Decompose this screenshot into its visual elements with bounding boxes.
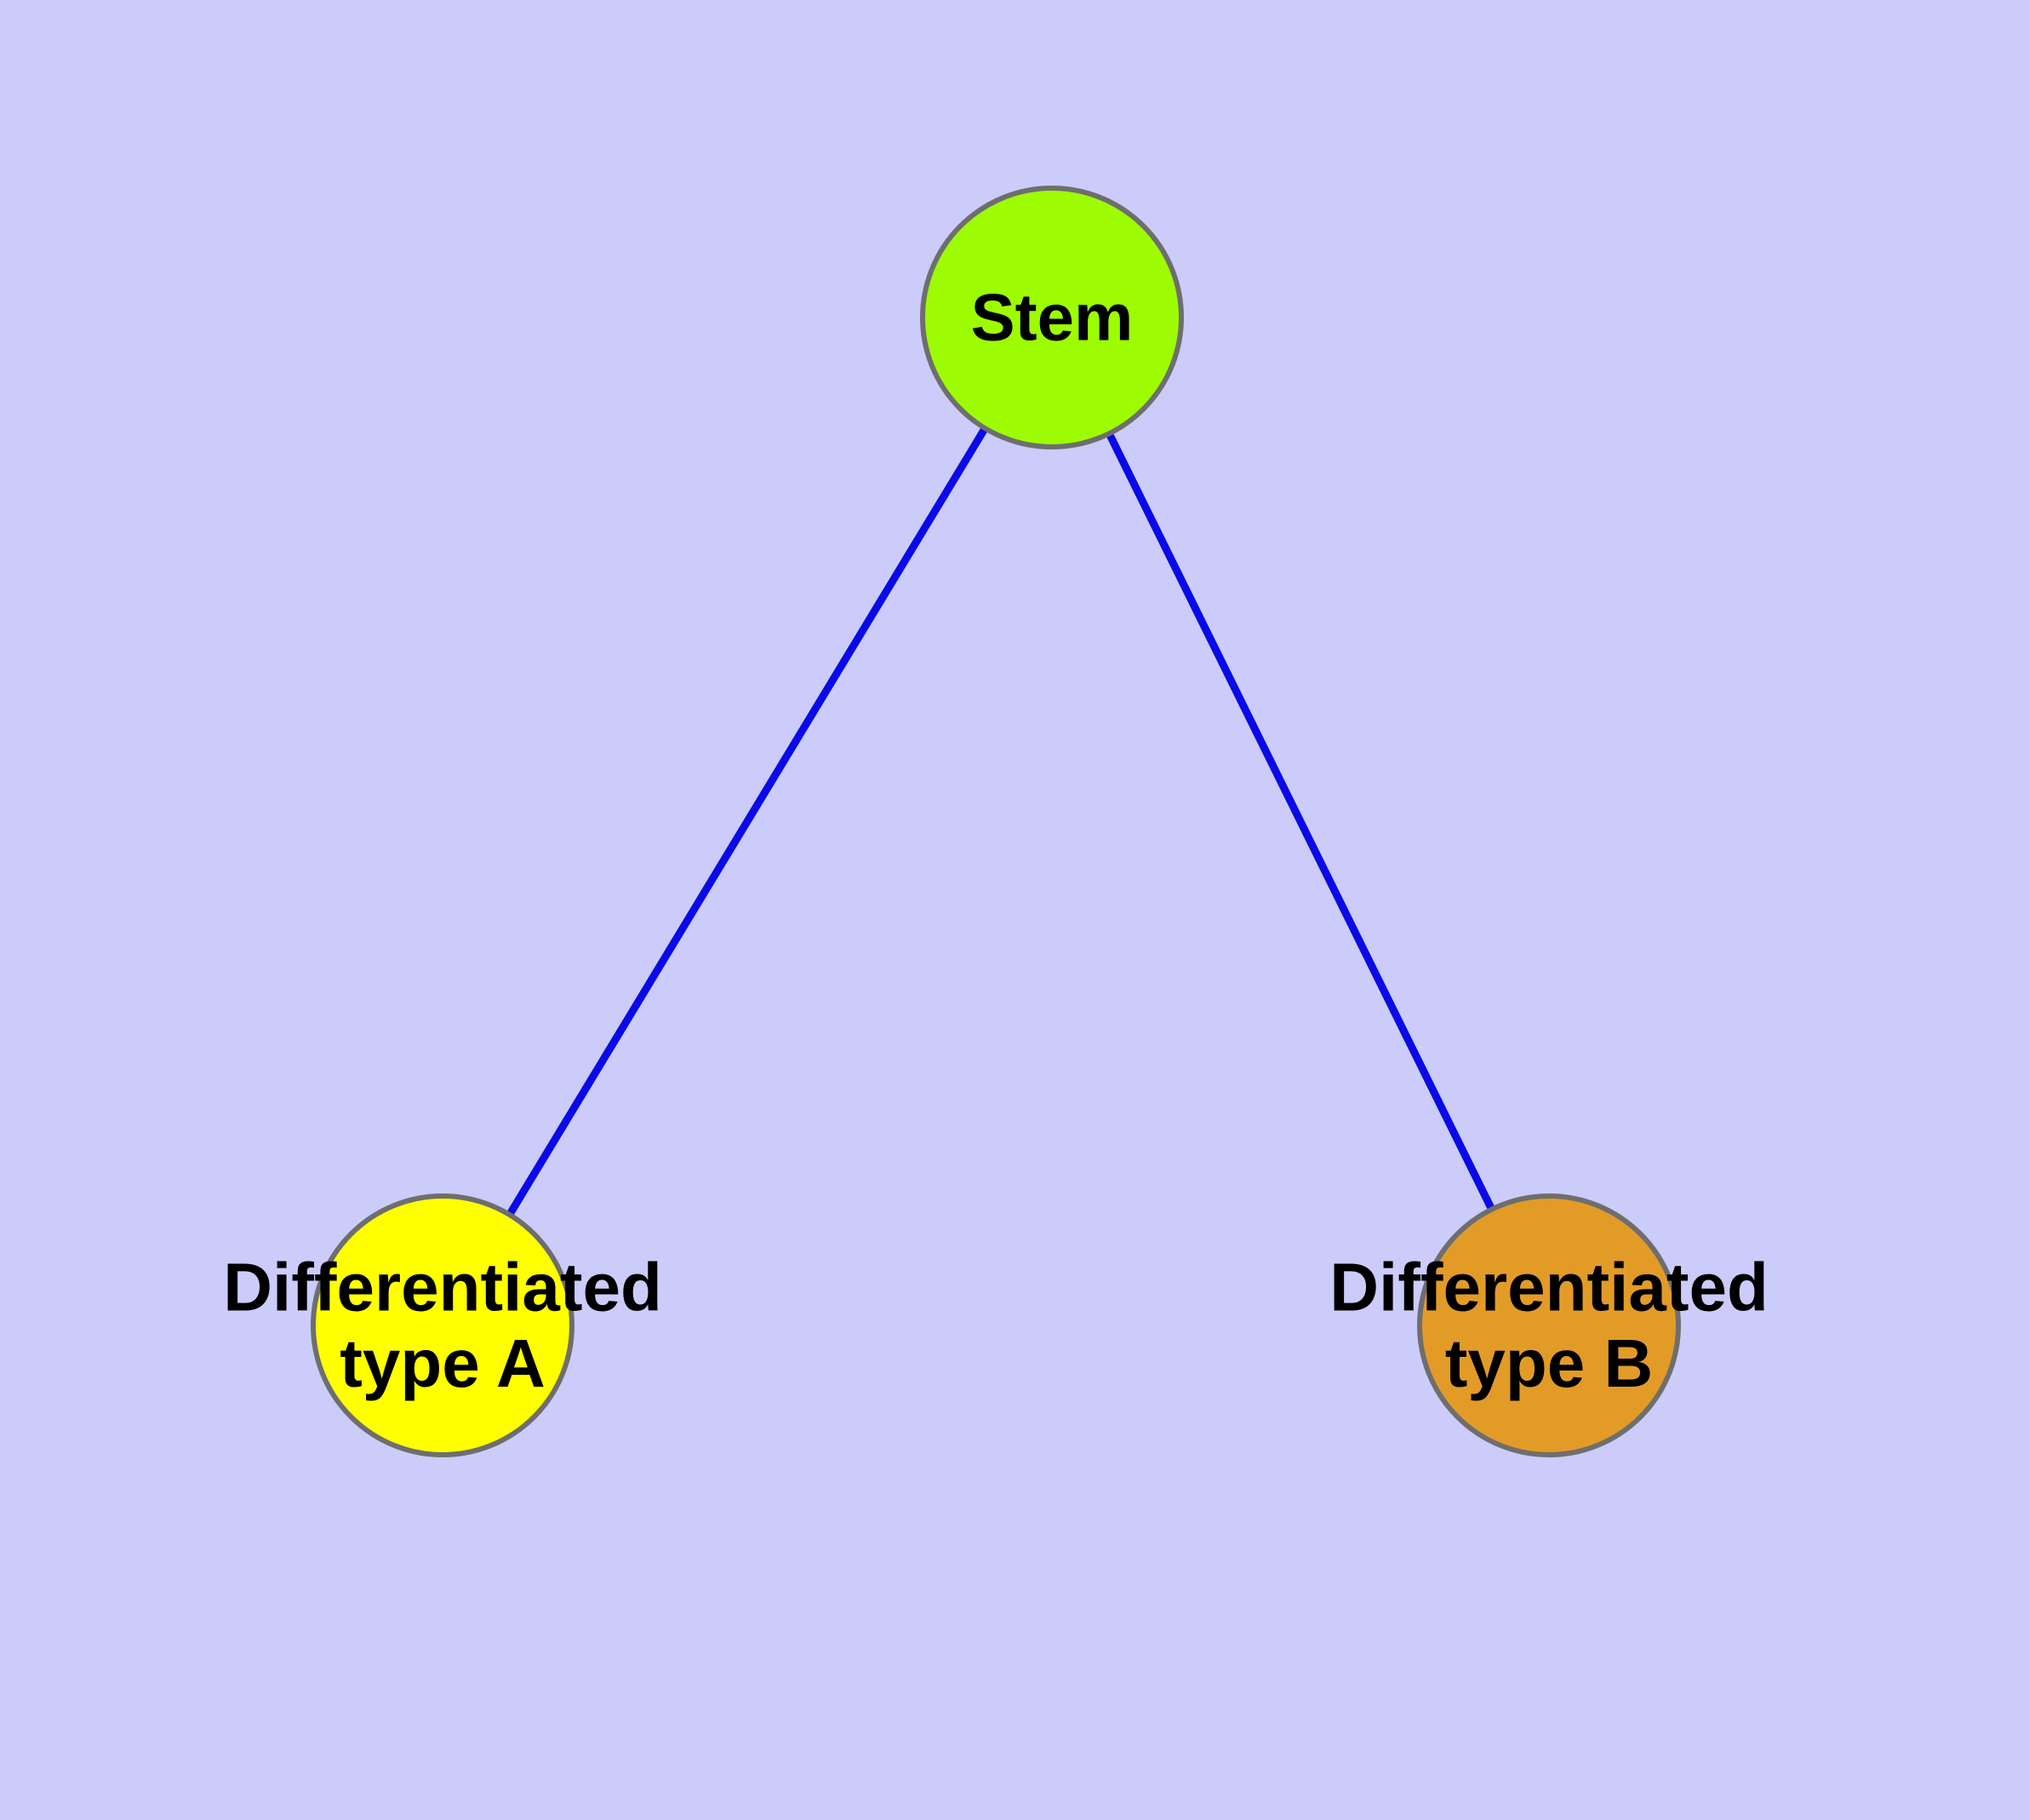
node-stem[interactable]: Stem bbox=[920, 186, 1184, 449]
stem-node-circle[interactable] bbox=[920, 186, 1184, 449]
stem-node-label: Stem bbox=[971, 280, 1134, 355]
differentiated-type-a-node-circle[interactable] bbox=[311, 1193, 574, 1457]
edge-stem-to-differentiated-type-b[interactable] bbox=[1103, 426, 1496, 1213]
edge-stem-to-differentiated-type-a[interactable] bbox=[505, 421, 992, 1218]
edge-layer bbox=[505, 421, 1496, 1218]
differentiated-type-b-node-circle[interactable] bbox=[1417, 1193, 1681, 1457]
